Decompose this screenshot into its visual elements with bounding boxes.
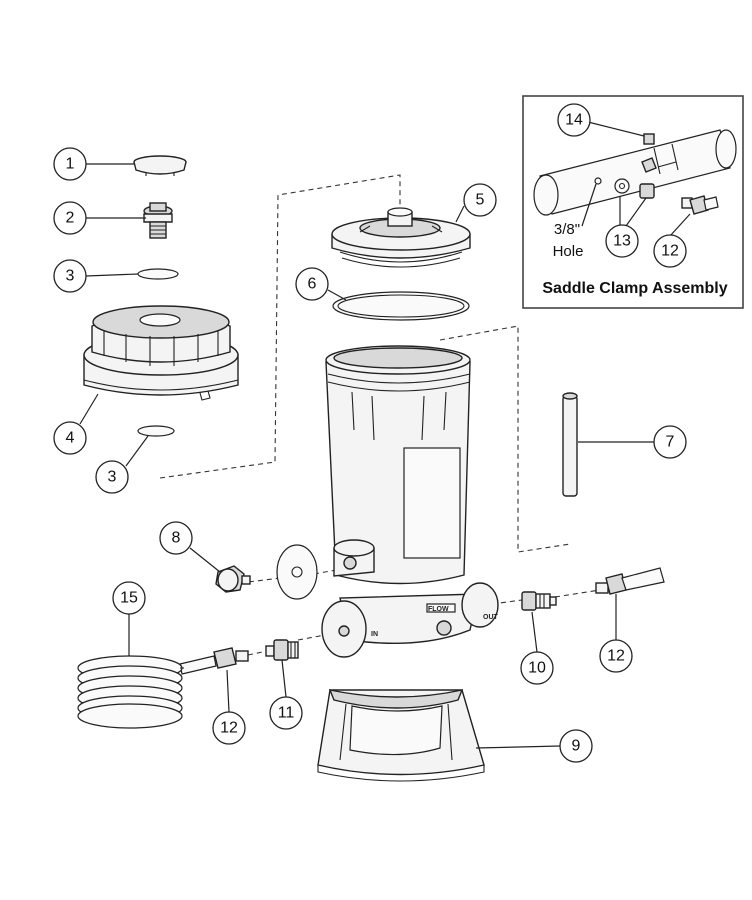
hole-label: Hole	[553, 243, 584, 260]
callout-11: 11	[269, 696, 303, 730]
svg-text:9: 9	[572, 738, 581, 755]
part-3-oring-top	[137, 268, 179, 280]
svg-text:11: 11	[278, 705, 295, 722]
part-2-valve	[143, 202, 173, 239]
part-15-coiled-tubing	[77, 655, 184, 729]
gasket-disc	[276, 544, 318, 600]
part-12-fitting-right	[595, 567, 665, 595]
callout-12-inset: 12	[653, 234, 687, 268]
flow-label: FLOW	[428, 606, 449, 613]
callout-13: 13	[605, 224, 639, 258]
svg-text:1: 1	[66, 156, 75, 173]
callout-12-right: 12	[599, 639, 633, 673]
part-10-check-valve	[521, 591, 557, 611]
canister-body: FLOW OUT IN	[321, 345, 499, 658]
callout-6: 6	[295, 267, 329, 301]
svg-text:6: 6	[308, 276, 317, 293]
part-4-lid	[83, 305, 239, 401]
inset-title: Saddle Clamp Assembly	[542, 280, 727, 297]
hole-size-label: 3/8"	[554, 221, 580, 238]
svg-text:4: 4	[66, 430, 75, 447]
svg-text:3: 3	[66, 268, 75, 285]
svg-text:12: 12	[220, 720, 238, 737]
callout-5: 5	[463, 183, 497, 217]
svg-text:12: 12	[661, 243, 679, 260]
svg-text:3: 3	[108, 469, 117, 486]
callout-1: 1	[53, 147, 87, 181]
saddle-clamp-inset: 3/8" Hole Saddle Clamp Assembly	[522, 95, 744, 309]
out-label: OUT	[483, 614, 499, 621]
leader-lines	[79, 121, 691, 749]
part-6-oring-large	[332, 291, 470, 321]
callout-15: 15	[112, 581, 146, 615]
svg-text:5: 5	[476, 192, 485, 209]
callout-10: 10	[520, 651, 554, 685]
in-label: IN	[371, 631, 378, 638]
part-1-cap	[133, 155, 187, 176]
part-5-canister-lid	[331, 207, 471, 268]
part-6-oring-inner	[337, 294, 465, 318]
callout-12-left: 12	[212, 711, 246, 745]
callout-9: 9	[559, 729, 593, 763]
svg-text:13: 13	[613, 233, 631, 250]
gasket-disc-hole	[291, 566, 303, 578]
callout-4: 4	[53, 421, 87, 455]
part-7-tube	[562, 392, 578, 497]
svg-text:8: 8	[172, 530, 181, 547]
part-3-oring-bottom	[137, 425, 175, 437]
part-11-fitting	[265, 639, 299, 661]
svg-text:10: 10	[528, 660, 546, 677]
svg-text:7: 7	[666, 434, 675, 451]
callout-3-top: 3	[53, 259, 87, 293]
svg-text:12: 12	[607, 648, 625, 665]
svg-text:15: 15	[120, 590, 138, 607]
part-12-fitting-left	[179, 647, 249, 675]
part-9-base-stand	[317, 689, 485, 782]
callout-7: 7	[653, 425, 687, 459]
part-8-knob	[215, 565, 251, 593]
svg-text:14: 14	[565, 112, 583, 129]
callout-2: 2	[53, 201, 87, 235]
callout-8: 8	[159, 521, 193, 555]
callout-14: 14	[557, 103, 591, 137]
callout-3-bottom: 3	[95, 460, 129, 494]
svg-text:2: 2	[66, 210, 75, 227]
